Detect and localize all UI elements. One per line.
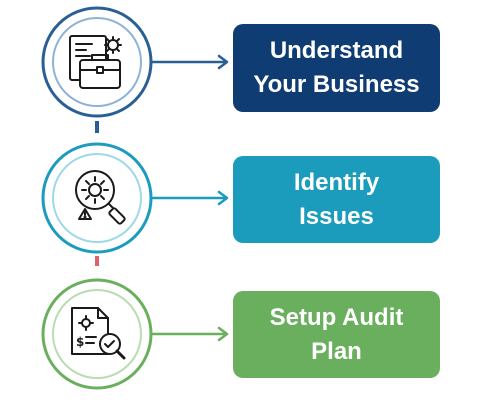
step-2-label-line2: Issues	[299, 202, 374, 230]
step-3-circle	[41, 278, 153, 390]
step-1-box: Understand Your Business	[233, 24, 440, 112]
step-2-circle	[41, 142, 153, 254]
step-1-label-line1: Understand	[269, 37, 404, 64]
step-3-arrow	[151, 326, 229, 342]
svg-text:$: $	[76, 335, 84, 349]
step-2-arrow	[151, 190, 229, 206]
step-3-label-line1: Setup Audit	[269, 303, 404, 331]
business-briefcase-icon	[69, 35, 122, 89]
audit-document-magnifier-icon: $	[71, 307, 126, 360]
step-1-arrow	[151, 54, 229, 70]
step-1-label-line2: Your Business	[253, 71, 420, 98]
step-2-box: Identify Issues	[233, 156, 440, 243]
step-3-box: Setup Audit Plan	[233, 291, 440, 378]
step-3-label-line2: Plan	[311, 337, 362, 365]
step-2-label-line1: Identify	[293, 168, 380, 196]
gear-magnifier-warning-icon	[75, 170, 126, 225]
